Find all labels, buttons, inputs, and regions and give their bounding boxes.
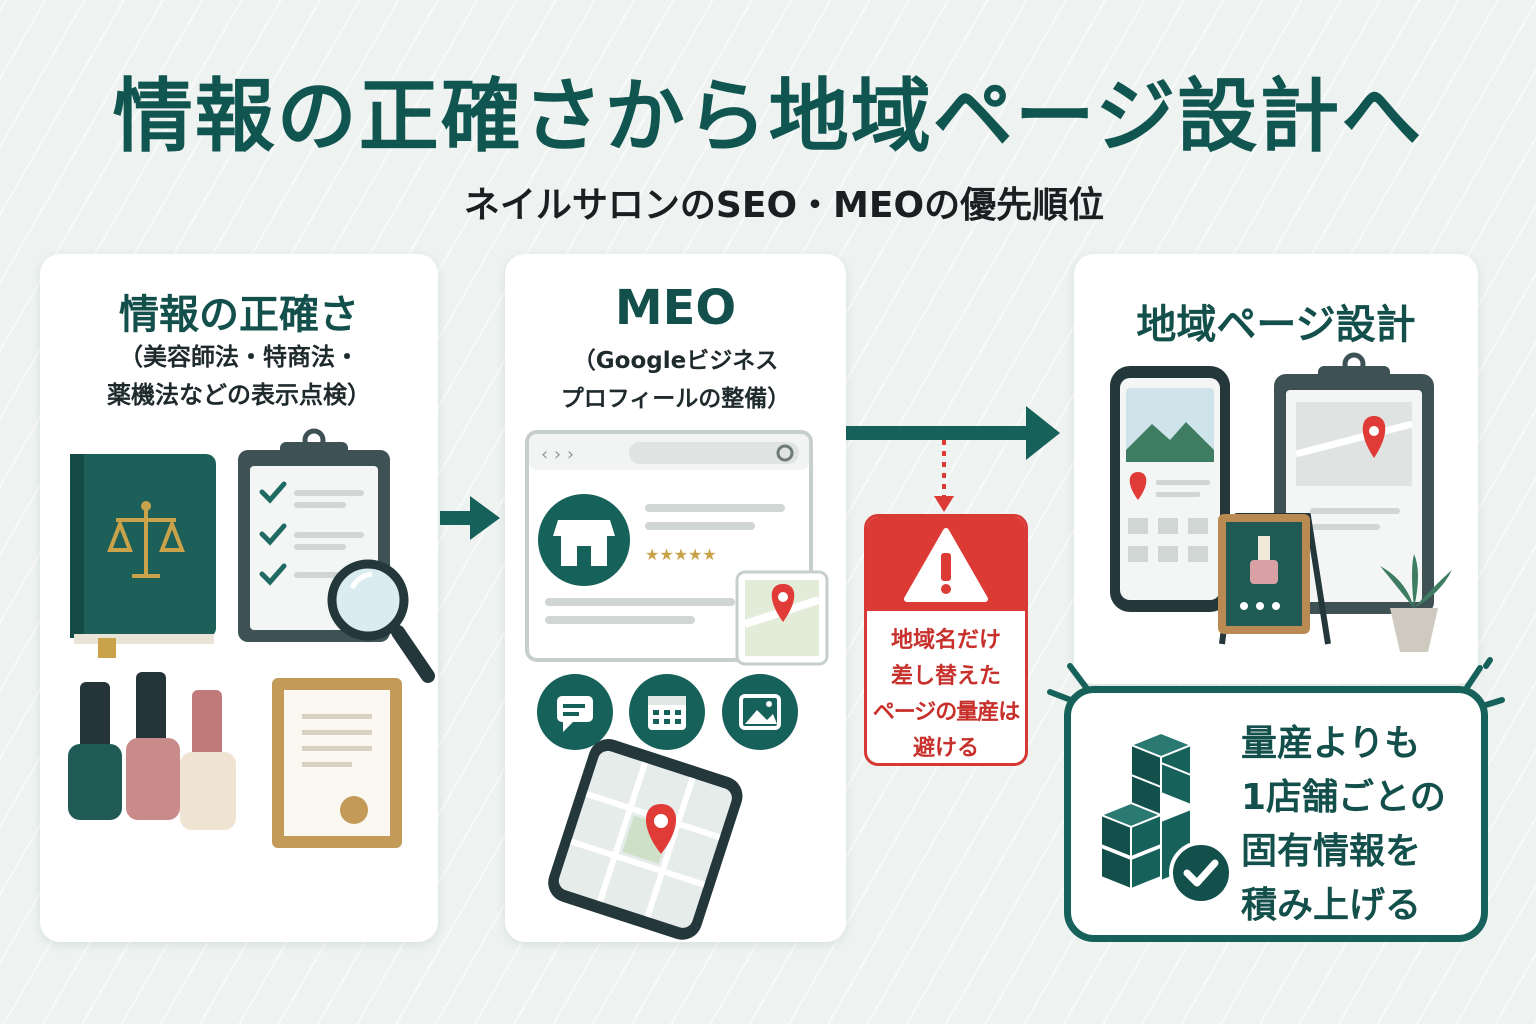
plant-icon: [1380, 554, 1452, 652]
step-note-accuracy: （美容師法・特商法・ 薬機法などの表示点検）: [40, 338, 438, 414]
certificate-frame-icon: [272, 678, 402, 848]
photo-icon: [722, 674, 798, 750]
step-note-line: （美容師法・特商法・: [119, 343, 359, 371]
warning-header: [867, 517, 1025, 611]
step-card-meo: MEO （Googleビジネス プロフィールの整備） ‹ › › ★★★★★: [505, 254, 846, 942]
page-subtitle: ネイルサロンのSEO・MEOの優先順位: [463, 185, 1105, 226]
step-title-local-page: 地域ページ設計: [1136, 302, 1416, 348]
step-note-line: プロフィールの整備）: [560, 386, 791, 412]
result-line: 量産よりも: [1241, 723, 1421, 764]
step-note-meo: （Googleビジネス プロフィールの整備）: [505, 342, 846, 418]
step-note-line: 薬機法などの表示点検）: [107, 381, 371, 409]
arrow-icon: [846, 406, 1060, 460]
warning-line: 地域名だけ: [890, 628, 1001, 653]
signboard-icon: [1218, 513, 1331, 645]
stacked-blocks-check-icon: [1098, 731, 1233, 905]
svg-text:★★★★★: ★★★★★: [645, 545, 717, 564]
law-book-icon: [70, 454, 216, 658]
warning-line: 避ける: [912, 736, 979, 761]
result-text: 量産よりも 1店舗ごとの 固有情報を 積み上げる: [1241, 717, 1481, 933]
calendar-icon: [629, 674, 705, 750]
chat-icon: [537, 674, 613, 750]
smartphone-map-icon: [548, 739, 743, 940]
step-card-accuracy: 情報の正確さ （美容師法・特商法・ 薬機法などの表示点検）: [40, 254, 438, 942]
result-line: 1店舗ごとの: [1241, 777, 1446, 818]
warning-box: 地域名だけ 差し替えた ページの量産は 避ける: [864, 514, 1028, 766]
step-title-meo: MEO: [614, 280, 737, 336]
warning-text: 地域名だけ 差し替えた ページの量産は 避ける: [867, 623, 1025, 763]
step-card-local-page: 地域ページ設計: [1074, 254, 1478, 684]
svg-text:‹ › ›: ‹ › ›: [541, 444, 574, 465]
result-box: 量産よりも 1店舗ごとの 固有情報を 積み上げる: [1064, 686, 1488, 942]
step-title-accuracy: 情報の正確さ: [119, 292, 359, 338]
warning-branch-arrow-icon: [934, 440, 954, 512]
nail-polish-icon: [68, 672, 236, 830]
warning-line: 差し替えた: [890, 664, 1001, 689]
step-note-line: （Googleビジネス: [572, 348, 779, 374]
arrow-icon: [440, 496, 500, 540]
result-line: 固有情報を: [1241, 831, 1422, 872]
store-icon: [538, 494, 630, 586]
warning-icon: [904, 528, 988, 602]
warning-line: ページの量産は: [872, 700, 1021, 725]
smartphone-page-icon: [1110, 366, 1230, 612]
map-pin-icon: [735, 570, 829, 666]
page-title: 情報の正確さから地域ページ設計へ: [112, 70, 1424, 163]
result-line: 積み上げる: [1241, 885, 1422, 926]
magnifier-icon: [327, 559, 435, 683]
